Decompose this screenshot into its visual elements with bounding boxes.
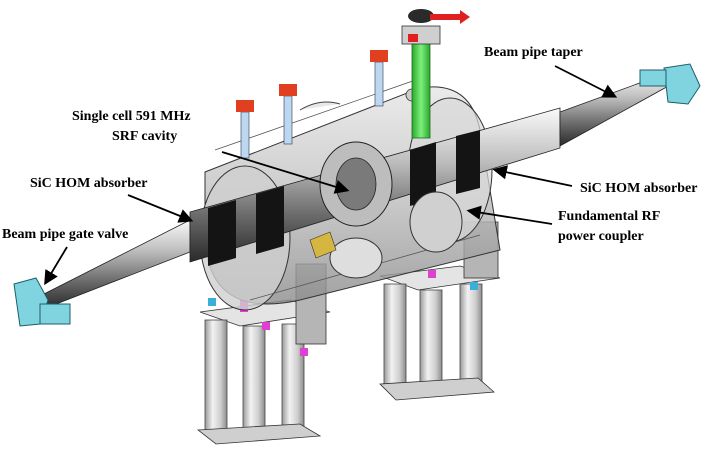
label-cavity-line2: SRF cavity (112, 129, 178, 144)
hom-absorber-bands (208, 130, 480, 266)
label-coupler-line2: power coupler (558, 229, 644, 244)
support-stand-right (379, 265, 501, 401)
cryo-ports (236, 50, 388, 159)
label-gate-valve: Beam pipe gate valve (2, 227, 129, 242)
label-cavity-line1: Single cell 591 MHz (72, 109, 191, 124)
support-stand-left (196, 299, 331, 445)
label-hom-left: SiC HOM absorber (30, 176, 148, 191)
srf-cavity (309, 141, 463, 279)
gate-valve-left (13, 277, 71, 327)
label-beam-pipe-taper: Beam pipe taper (484, 45, 583, 60)
rf-coupler-tower (401, 9, 470, 139)
label-hom-right: SiC HOM absorber (580, 181, 698, 196)
label-coupler-line1: Fundamental RF (558, 209, 661, 224)
annotation-arrows (44, 65, 618, 286)
gate-valve-right (639, 63, 701, 105)
